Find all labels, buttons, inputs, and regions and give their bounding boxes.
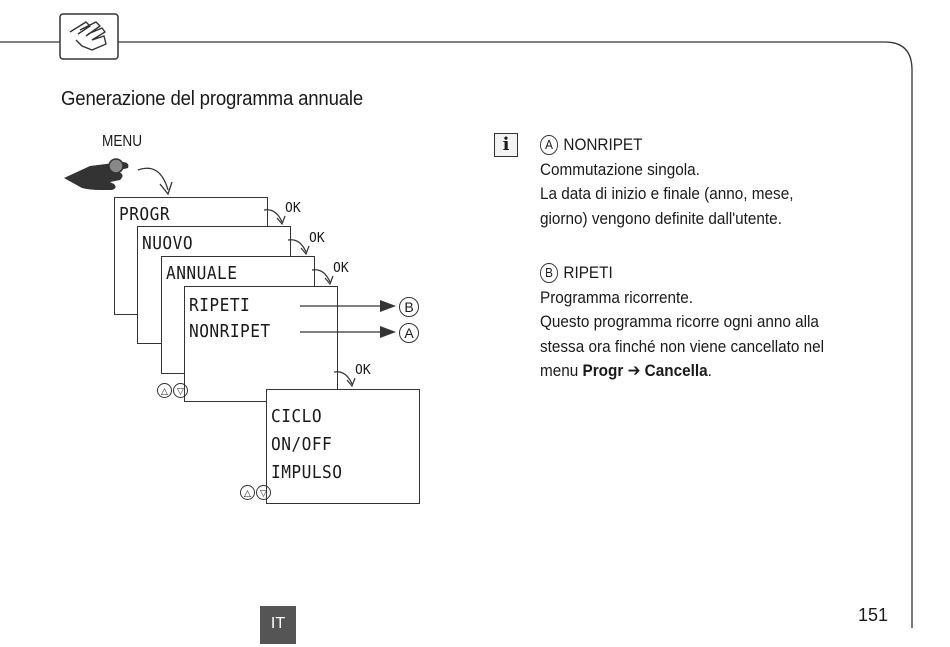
- menu-prefix: menu: [540, 361, 583, 380]
- down-arrow-icon: ▽: [173, 383, 188, 398]
- option-pointer-arrows: [300, 300, 396, 338]
- option-b-line-2: Questo programma ricorre ogni anno alla: [540, 312, 819, 331]
- hand-touch-icon: [59, 13, 119, 60]
- up-down-buttons-1: △ ▽: [157, 383, 188, 398]
- language-tab: IT: [260, 606, 296, 644]
- menu-cancella: Cancella: [644, 361, 708, 380]
- ok-label-4: OK: [355, 363, 371, 378]
- option-b-line-3: stessa ora finché non viene cancellato n…: [540, 336, 825, 356]
- ok-label-1: OK: [285, 201, 301, 216]
- option-a-title-row: A NONRIPET: [540, 133, 793, 158]
- info-icon: i: [494, 133, 518, 157]
- menu-button-label: MENU: [102, 133, 143, 150]
- down-arrow-icon: ▽: [256, 485, 271, 500]
- ok-label-2: OK: [309, 231, 325, 246]
- lcd-text-progr: PROGR: [119, 204, 171, 225]
- menu-progr: Progr: [582, 361, 624, 380]
- option-a-line-3: giorno) vengono definite dall'utente.: [540, 208, 782, 228]
- option-b-block: B RIPETI Programma ricorrente. Questo pr…: [540, 261, 824, 384]
- menu-suffix: .: [707, 361, 712, 380]
- menu-arrow-icon: ➔: [627, 361, 641, 380]
- pressing-hand-icon: [64, 158, 173, 196]
- option-a-block: A NONRIPET Commutazione singola. La data…: [540, 133, 793, 231]
- option-b-line-1: Programma ricorrente.: [540, 287, 694, 307]
- option-a-letter: A: [540, 135, 558, 156]
- option-b-title-row: B RIPETI: [540, 261, 824, 286]
- up-down-buttons-2: △ ▽: [240, 485, 271, 500]
- lcd-text-nuovo: NUOVO: [142, 233, 194, 254]
- lcd-text-onoff: ON/OFF: [271, 434, 333, 455]
- lcd-screen-mode: CICLO ON/OFF IMPULSO: [266, 389, 420, 504]
- option-a-line-2: La data di inizio e finale (anno, mese,: [540, 184, 794, 203]
- ok-label-3: OK: [333, 261, 349, 276]
- section-heading: Generazione del programma annuale: [61, 88, 363, 110]
- ok-arrows: [263, 209, 356, 388]
- option-b-title: RIPETI: [563, 263, 613, 282]
- marker-a: A: [399, 323, 419, 343]
- option-a-title: NONRIPET: [563, 135, 643, 154]
- lcd-text-ripeti: RIPETI: [189, 295, 251, 316]
- page-number: 151: [858, 605, 889, 625]
- lcd-text-ciclo: CICLO: [271, 406, 323, 427]
- option-b-letter: B: [540, 263, 558, 284]
- lcd-text-annuale: ANNUALE: [166, 263, 238, 284]
- lcd-screen-select: RIPETI NONRIPET: [184, 286, 338, 402]
- lcd-text-nonripet: NONRIPET: [189, 321, 271, 342]
- up-arrow-icon: △: [240, 485, 255, 500]
- option-a-line-1: Commutazione singola.: [540, 159, 700, 179]
- up-arrow-icon: △: [157, 383, 172, 398]
- lcd-text-impulso: IMPULSO: [271, 462, 343, 483]
- marker-b: B: [399, 297, 419, 317]
- option-b-menu-path: menu Progr ➔ Cancella.: [540, 359, 824, 384]
